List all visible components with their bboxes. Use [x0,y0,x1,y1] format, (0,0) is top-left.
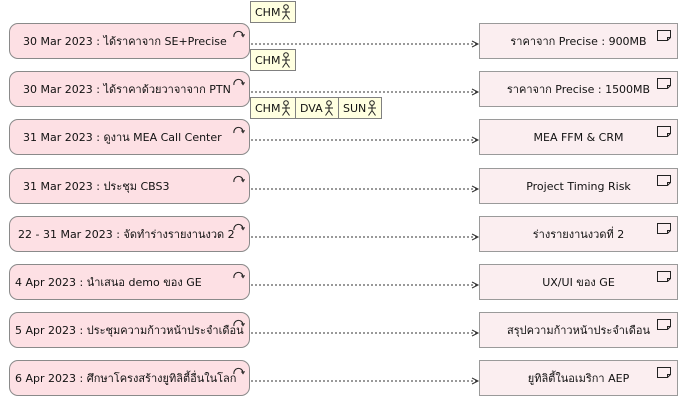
actor-tag[interactable]: CHM [250,97,296,119]
result-box[interactable]: ราคาจาก Precise : 1500MB [479,71,678,107]
event-label: 30 Mar 2023 : ได้ราคาด้วยวาจาจาก PTN [23,83,231,96]
event-label: 4 Apr 2023 : นำเสนอ demo ของ GE [15,276,202,289]
actor-tag[interactable]: SUN [338,97,382,119]
event-box[interactable]: 5 Apr 2023 : ประชุมความก้าวหน้าประจำเดือ… [9,312,250,348]
actor-tag[interactable]: DVA [295,97,339,119]
result-label: MEA FFM & CRM [533,130,624,144]
result-label: สรุปความก้าวหน้าประจำเดือน [507,324,650,337]
result-box[interactable]: ราคาจาก Precise : 900MB [479,23,678,59]
note-icon [657,367,671,378]
person-icon [324,100,333,116]
event-icon [233,271,245,279]
event-box[interactable]: 31 Mar 2023 : ประชุม CBS3 [9,168,250,204]
note-icon [657,223,671,234]
process-row: 31 Mar 2023 : ดูงาน MEA Call Center MEA F… [0,97,688,159]
note-icon [657,271,671,282]
result-box[interactable]: ร่างรายงานงวดที่ 2 [479,216,678,252]
event-label: 31 Mar 2023 : ประชุม CBS3 [23,180,170,193]
person-icon [368,100,377,116]
event-label: 31 Mar 2023 : ดูงาน MEA Call Center [23,131,222,144]
result-box[interactable]: ยูทิลิตี้ในอเมริกา AEP [479,360,678,396]
event-box[interactable]: 30 Mar 2023 : ได้ราคาจาก SE+Precise [9,23,250,59]
event-box[interactable]: 22 - 31 Mar 2023 : จัดทำร่างรายงานงวด 2 [9,216,250,252]
note-icon [657,319,671,330]
result-box[interactable]: Project Timing Risk [479,168,678,204]
process-row: 6 Apr 2023 : ศึกษาโครงสร้างยูทิลิตี้อื่น… [0,360,688,400]
event-icon [233,367,245,375]
actor-name: CHM [255,5,281,19]
actor-name: SUN [343,101,367,115]
note-icon [657,78,671,89]
actor-name: DVA [300,101,323,115]
event-icon [233,78,245,86]
flow-connector [251,329,480,337]
event-label: 22 - 31 Mar 2023 : จัดทำร่างรายงานงวด 2 [18,228,235,241]
result-label: Project Timing Risk [526,179,631,193]
event-icon [233,175,245,183]
result-label: ร่างรายงานงวดที่ 2 [532,228,625,241]
event-box[interactable]: 31 Mar 2023 : ดูงาน MEA Call Center [9,119,250,155]
event-label: 5 Apr 2023 : ประชุมความก้าวหน้าประจำเดือ… [15,324,244,337]
person-icon [282,100,291,116]
result-box[interactable]: MEA FFM & CRM [479,119,678,155]
process-row: 22 - 31 Mar 2023 : จัดทำร่างรายงานงวด 2 ร… [0,216,688,256]
flow-connector [251,377,480,385]
person-icon [282,4,291,20]
actor-name: CHM [255,101,281,115]
event-icon [233,30,245,38]
note-icon [657,126,671,137]
event-icon [233,319,245,327]
actor-tag[interactable]: CHM [250,49,296,71]
result-label: ยูทิลิตี้ในอเมริกา AEP [527,372,630,385]
event-label: 30 Mar 2023 : ได้ราคาจาก SE+Precise [23,35,227,48]
event-icon [233,223,245,231]
process-row: 31 Mar 2023 : ประชุม CBS3 Project Timing … [0,168,688,208]
flow-connector [251,40,480,48]
event-box[interactable]: 30 Mar 2023 : ได้ราคาด้วยวาจาจาก PTN [9,71,250,107]
flow-connector [251,136,480,144]
result-box[interactable]: UX/UI ของ GE [479,264,678,300]
note-icon [657,175,671,186]
note-icon [657,30,671,41]
result-label: UX/UI ของ GE [542,276,615,289]
process-row: 30 Mar 2023 : ได้ราคาด้วยวาจาจาก PTN ราคา… [0,49,688,111]
process-row: 4 Apr 2023 : นำเสนอ demo ของ GE UX/UI ของ… [0,264,688,304]
event-box[interactable]: 4 Apr 2023 : นำเสนอ demo ของ GE [9,264,250,300]
actor-name: CHM [255,53,281,67]
event-box[interactable]: 6 Apr 2023 : ศึกษาโครงสร้างยูทิลิตี้อื่น… [9,360,250,396]
event-label: 6 Apr 2023 : ศึกษาโครงสร้างยูทิลิตี้อื่น… [15,372,237,385]
flow-connector [251,88,480,96]
event-icon [233,126,245,134]
person-icon [282,52,291,68]
result-box[interactable]: สรุปความก้าวหน้าประจำเดือน [479,312,678,348]
actor-tag[interactable]: CHM [250,1,296,23]
process-row: 5 Apr 2023 : ประชุมความก้าวหน้าประจำเดือ… [0,312,688,352]
result-label: ราคาจาก Precise : 1500MB [506,83,651,96]
result-label: ราคาจาก Precise : 900MB [510,35,647,48]
flow-connector [251,281,480,289]
process-row: 30 Mar 2023 : ได้ราคาจาก SE+Precise ราคาจ… [0,1,688,63]
flow-connector [251,185,480,193]
flow-connector [251,233,480,241]
